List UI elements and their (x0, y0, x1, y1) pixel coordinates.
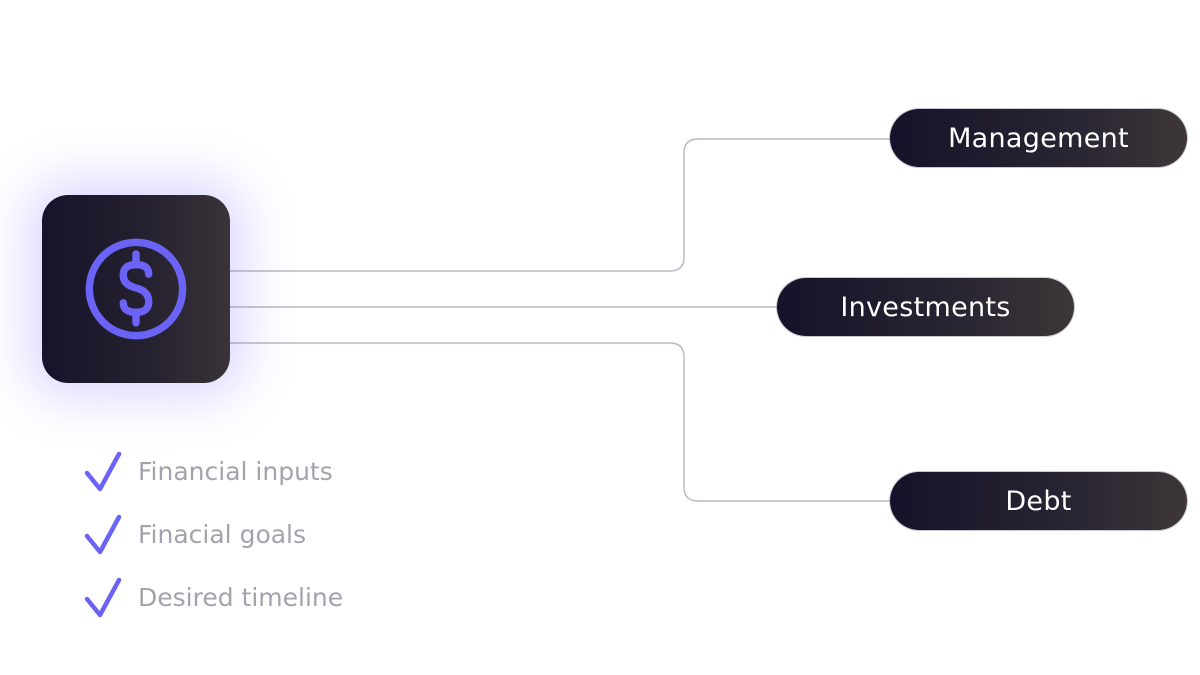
checklist-item-label: Financial inputs (138, 457, 333, 486)
branch-debt: Debt (890, 472, 1187, 530)
checkmark-icon (84, 451, 122, 491)
checklist-item-label: Finacial goals (138, 520, 307, 549)
finance-hub-tile (42, 195, 230, 383)
branch-label: Management (948, 122, 1129, 154)
checklist-item: Finacial goals (84, 503, 343, 566)
branch-label: Debt (1005, 485, 1072, 517)
connector-debt (230, 342, 890, 502)
branch-management: Management (890, 109, 1187, 167)
checklist: Financial inputs Finacial goals Desired … (84, 440, 343, 629)
branch-label: Investments (840, 291, 1011, 323)
checkmark-icon (84, 514, 122, 554)
checkmark-icon (84, 577, 122, 617)
branch-investments: Investments (777, 278, 1074, 336)
checklist-item-label: Desired timeline (138, 583, 344, 612)
dollar-circle-icon (85, 238, 187, 340)
connector-management (230, 138, 890, 272)
checklist-item: Financial inputs (84, 440, 343, 503)
checklist-item: Desired timeline (84, 566, 343, 629)
